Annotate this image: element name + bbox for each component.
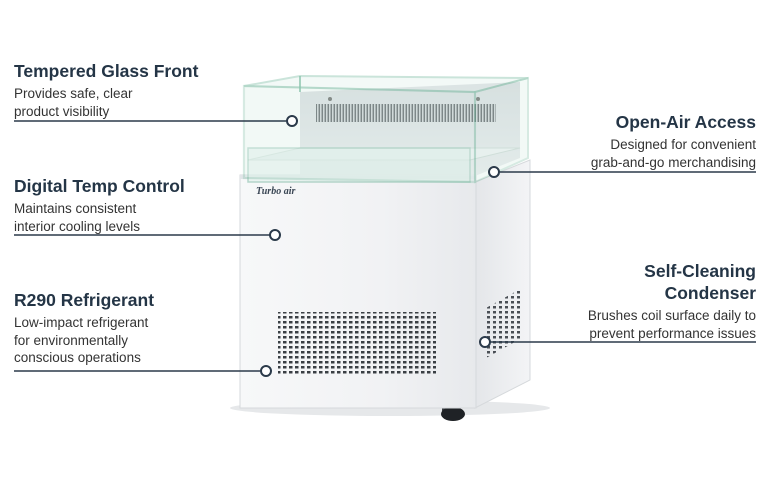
feature-description: Maintains consistent interior cooling le… <box>14 201 141 234</box>
feature-title: Tempered Glass Front <box>14 61 199 81</box>
feature-title: Self-Cleaning Condenser <box>644 261 756 303</box>
feature-tempered-glass: Tempered Glass Front Provides safe, clea… <box>14 60 198 120</box>
feature-title: Open-Air Access <box>615 112 756 132</box>
feature-self-cleaning-condenser: Self-Cleaning Condenser Brushes coil sur… <box>588 260 756 342</box>
feature-r290-refrigerant: R290 Refrigerant Low-impact refrigerant … <box>14 289 154 367</box>
brand-logo: Turbo air <box>256 186 295 197</box>
glass-display <box>242 74 529 184</box>
side-condenser-vent <box>486 288 522 358</box>
feature-description: Low-impact refrigerant for environmental… <box>14 315 149 365</box>
feature-title: Digital Temp Control <box>14 176 185 196</box>
feature-description: Brushes coil surface daily to prevent pe… <box>587 308 756 341</box>
feature-description: Provides safe, clear product visibility <box>14 86 133 119</box>
cabinet-side <box>474 159 531 409</box>
front-vent-grille <box>278 312 436 376</box>
feature-description: Designed for convenient grab-and-go merc… <box>590 137 756 170</box>
feature-digital-temp: Digital Temp Control Maintains consisten… <box>14 175 185 235</box>
feature-open-air-access: Open-Air Access Designed for convenient … <box>591 111 756 171</box>
feature-title: R290 Refrigerant <box>14 290 155 310</box>
